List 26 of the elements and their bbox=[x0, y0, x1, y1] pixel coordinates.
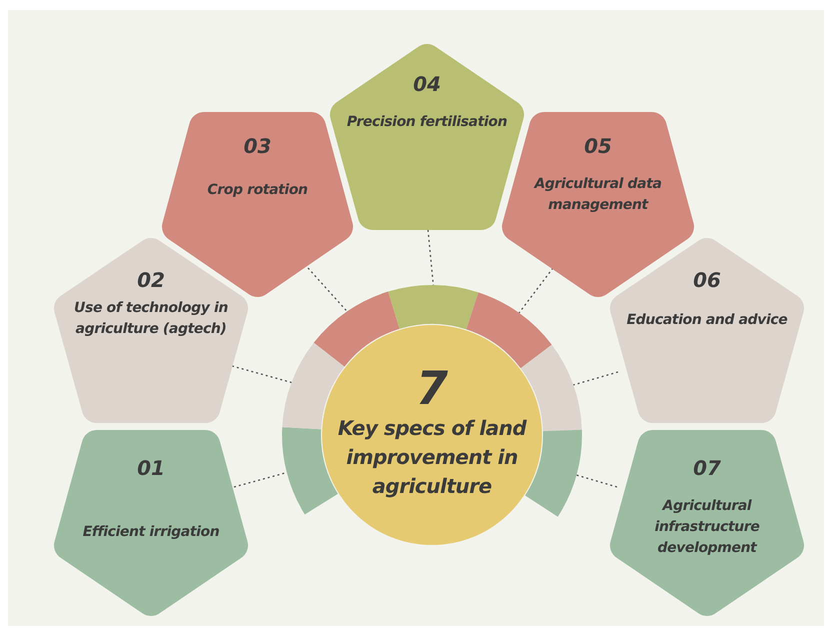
dotted-connector bbox=[234, 472, 287, 488]
step-label: Efficient irrigation bbox=[82, 523, 220, 542]
ring-segment bbox=[314, 292, 400, 367]
step-number: 05 bbox=[584, 136, 612, 156]
dotted-connector bbox=[576, 474, 618, 488]
dotted-connector bbox=[232, 365, 292, 384]
step-label: Crop rotation bbox=[207, 181, 308, 200]
ring-segment bbox=[282, 427, 338, 514]
dotted-connector bbox=[427, 230, 434, 286]
step-label: Agricultural data management bbox=[532, 175, 663, 215]
ring-segment bbox=[466, 292, 552, 368]
step-label: Precision fertilisation bbox=[346, 113, 508, 132]
ring-segment bbox=[525, 430, 582, 517]
dotted-connector bbox=[518, 268, 554, 314]
step-number: 03 bbox=[244, 136, 272, 156]
step-number: 01 bbox=[137, 458, 165, 478]
step-number: 04 bbox=[413, 74, 441, 94]
step-number: 06 bbox=[693, 270, 721, 290]
ring-segment bbox=[388, 285, 478, 330]
step-label: Education and advice bbox=[626, 311, 788, 330]
step-label: Agricultural infrastructure development bbox=[654, 497, 760, 558]
dotted-connector bbox=[308, 268, 348, 312]
step-number: 07 bbox=[693, 458, 721, 478]
step-number: 02 bbox=[137, 270, 165, 290]
step-label: Use of technology in agriculture (agtech) bbox=[73, 299, 229, 339]
dotted-connector bbox=[573, 371, 618, 386]
